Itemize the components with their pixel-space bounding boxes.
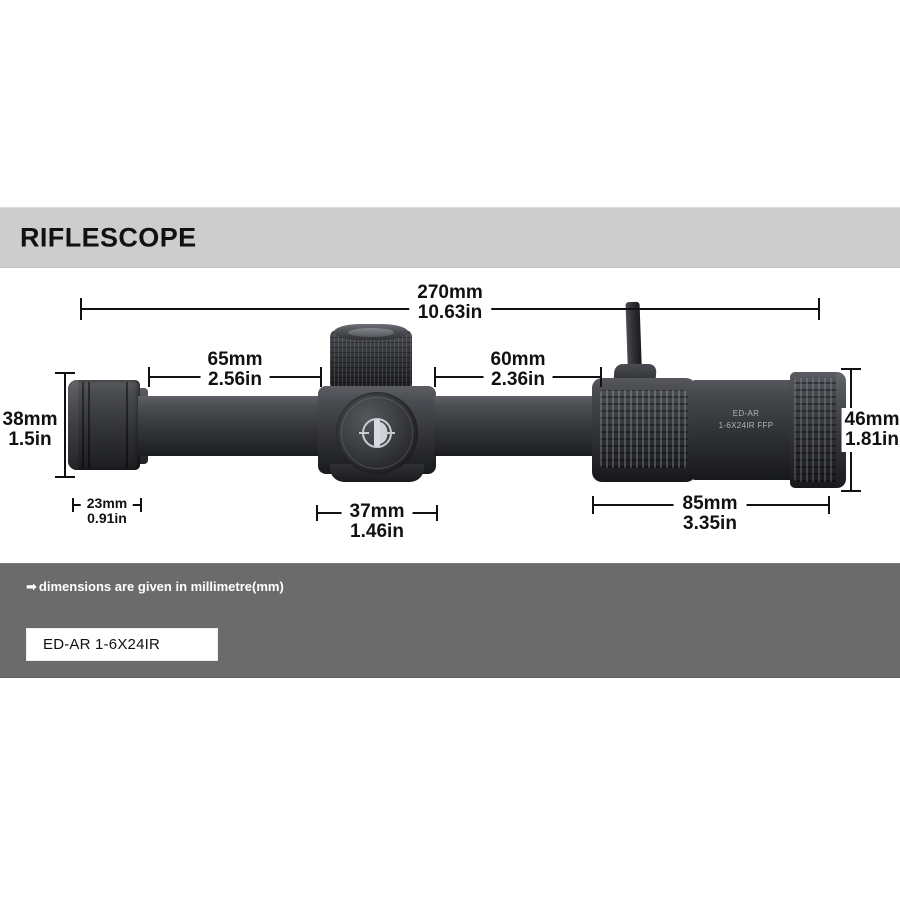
dim-46-mm: 46mm [844,409,900,430]
dim-tick-46-bottom [841,490,861,492]
dim-60-in: 2.36in [491,369,545,391]
dim-tick-overall-left [80,298,82,320]
objective-lens-rim [68,380,78,470]
dim-label-overall-length: 270mm 10.63in [409,282,491,324]
dim-tick-37-right [436,505,438,521]
magnification-ring-knurl [600,390,688,468]
eyepiece-rim [836,372,846,488]
footer-bottom-edge [0,677,900,678]
eyepiece [790,372,844,488]
model-name-chip: ED-AR 1-6X24IR [26,628,218,661]
dim-65-in: 2.56in [208,369,262,391]
dim-label-37mm: 37mm 1.46in [341,501,413,543]
footer-note: ➡dimensions are given in millimetre(mm) [26,579,284,595]
dim-label-60mm: 60mm 2.36in [483,349,553,391]
dim-tick-60-right [600,367,602,387]
magnification-ring [592,378,696,482]
footer-note-text: dimensions are given in millimetre(mm) [38,579,284,594]
dim-23-mm: 23mm [86,495,128,511]
discovery-d-logo-icon [359,418,395,448]
dim-tick-46-top [841,368,861,370]
dim-tick-37-left [316,505,318,521]
dim-tick-65-right [320,367,322,387]
objective-bell [68,380,140,470]
dim-overall-in: 10.63in [417,302,483,324]
dim-tick-38-bottom [55,476,75,478]
dim-label-65mm: 65mm 2.56in [200,349,270,391]
dim-38-in: 1.5in [8,429,52,451]
side-focus-knob [336,392,418,474]
dim-label-38mm: 38mm 1.5in [0,408,62,453]
dim-60-mm: 60mm [490,349,546,370]
dim-85-in: 3.35in [683,513,737,535]
dim-label-23mm: 23mm 0.91in [80,495,134,527]
scope-body-print: ED-AR 1-6X24IR FFP [700,408,792,431]
footer-top-edge [0,563,900,564]
dim-tick-85-left [592,496,594,514]
knob-outer-ring [341,397,413,469]
body-print-line-1: ED-AR [732,409,760,418]
dim-tick-23-left [72,498,74,512]
header-bottom-edge [0,267,900,268]
footer-band: ➡dimensions are given in millimetre(mm) … [0,563,900,678]
dim-37-mm: 37mm [349,501,405,522]
elevation-turret-cap-inner [348,328,394,337]
dim-tick-85-right [828,496,830,514]
dim-line-38mm [64,372,66,478]
dim-label-46mm: 46mm 1.81in [841,408,900,453]
dim-46-in: 1.81in [845,429,899,451]
eyepiece-knurl [794,378,840,482]
dim-37-in: 1.46in [350,521,404,543]
front-main-tube [138,396,334,456]
dim-23-in: 0.91in [87,510,127,527]
page-title: RIFLESCOPE [20,222,197,252]
dim-tick-38-top [55,372,75,374]
dim-65-mm: 65mm [207,349,263,370]
arrow-right-icon: ➡ [26,579,37,594]
dim-85-mm: 85mm [682,493,738,514]
dimension-diagram: ED-AR 1-6X24IR FFP 270mm 10.63in 65mm 2.… [0,268,900,563]
dim-label-85mm: 85mm 3.35in [673,493,747,535]
header-band: RIFLESCOPE [0,207,900,268]
header-top-edge [0,207,900,208]
ocular-body [692,380,796,480]
body-print-line-2: 1-6X24IR FFP [718,420,774,430]
dim-tick-overall-right [818,298,820,320]
dim-tick-23-right [140,498,142,512]
dim-38-mm: 38mm [2,409,58,430]
rear-main-tube [434,396,598,456]
dim-tick-65-left [148,367,150,387]
dim-tick-60-left [434,367,436,387]
dim-overall-mm: 270mm [417,282,483,303]
